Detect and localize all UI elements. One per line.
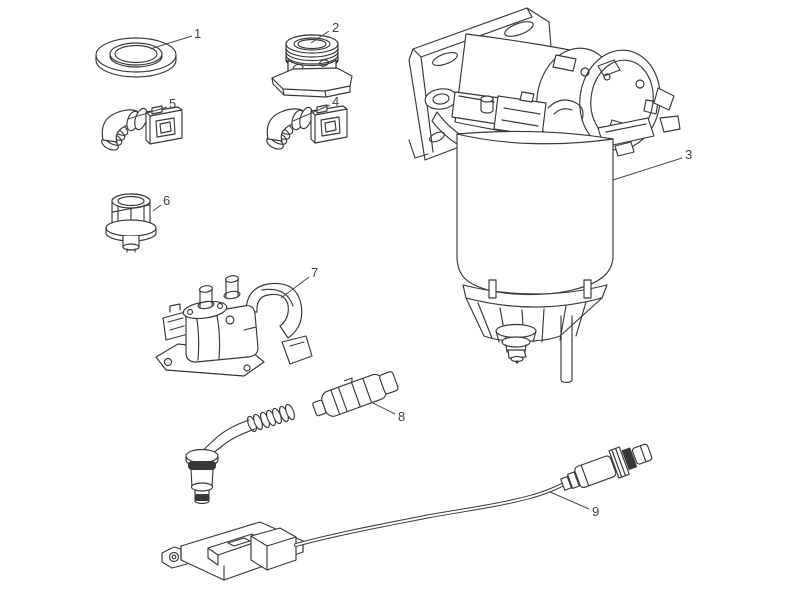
callout-7-leader — [280, 276, 310, 299]
callout-5-leader — [127, 106, 168, 120]
filter-cartridge — [456, 130, 614, 296]
callout-8-leader — [372, 402, 396, 415]
sensor-probe — [185, 448, 219, 505]
callout-4-leader — [292, 104, 331, 122]
callout-2-leader — [310, 30, 330, 44]
sensor-connector — [312, 371, 399, 417]
callout-9-label: 9 — [592, 504, 599, 519]
part-3-filter-assembly — [408, 7, 681, 384]
callout-8-label: 8 — [398, 409, 405, 424]
callout-3-label: 3 — [685, 147, 692, 162]
callout-1-leader — [149, 35, 193, 50]
callout-6-leader — [152, 204, 162, 212]
drain-tube — [560, 315, 573, 384]
harness-sensor-end — [560, 443, 653, 491]
callout-4-label: 4 — [332, 94, 339, 109]
drain-valve — [495, 323, 537, 364]
callout-5-label: 5 — [169, 96, 176, 111]
callout-9-leader — [549, 491, 590, 510]
callout-7-label: 7 — [311, 265, 318, 280]
part-6-sensor-plug — [105, 193, 157, 253]
part-8-sensor-cable — [185, 371, 399, 505]
part-5-elbow-fitting — [99, 105, 183, 154]
part-9-wiring-harness — [161, 443, 653, 581]
separator-bowl — [462, 279, 608, 384]
part-7-primer-pump — [155, 275, 313, 377]
callout-6-label: 6 — [163, 193, 170, 208]
callout-2-label: 2 — [332, 20, 339, 35]
callout-3-leader — [612, 157, 683, 181]
part-1-seal-washer — [95, 37, 177, 78]
part-4-elbow-fitting — [264, 104, 348, 153]
part-2-threaded-adapter — [271, 34, 353, 98]
callout-1-label: 1 — [194, 26, 201, 41]
